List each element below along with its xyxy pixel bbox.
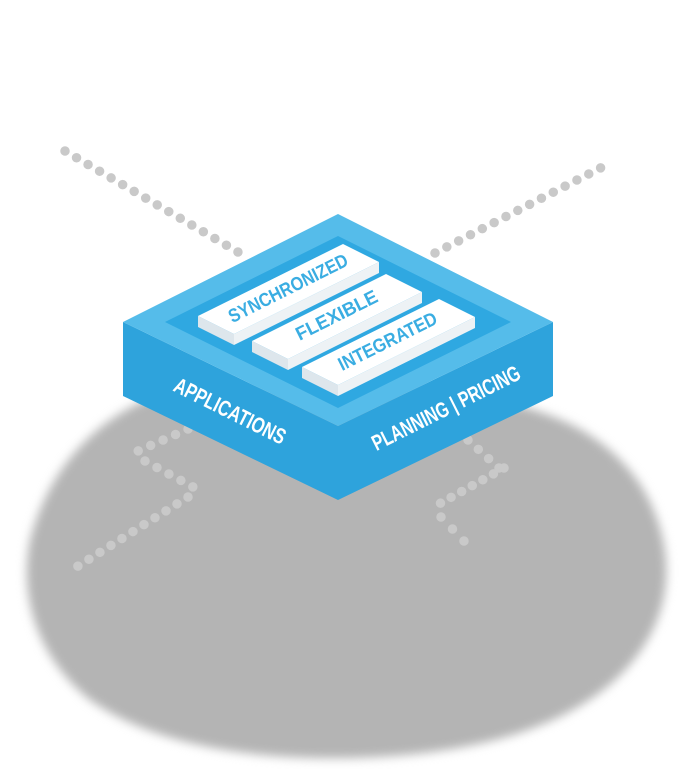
dotted-connector-bottom-left [62, 424, 198, 578]
dotted-segment [425, 463, 509, 514]
platform: SYNCHRONIZED FLEXIBLE INTEGRATED APPLICA… [123, 214, 553, 500]
bar-side-face [234, 262, 379, 345]
bar-top-face [302, 299, 475, 385]
dotted-connector-top-left [60, 146, 243, 257]
platform-right-face [338, 322, 553, 500]
dotted-segment [133, 424, 193, 456]
bar-top-face [198, 244, 379, 334]
dotted-segment [62, 492, 193, 578]
dotted-connector-top-right [430, 157, 617, 258]
bar-top-face [252, 274, 422, 359]
bar-side-face [338, 317, 475, 396]
bar-end-face [252, 341, 288, 370]
dotted-segment [140, 456, 198, 492]
dotted-segment [436, 512, 469, 546]
bar-end-face [198, 316, 234, 345]
ground-shadow [26, 390, 667, 759]
platform-left-face [123, 322, 338, 500]
dotted-connector-bottom-right [425, 435, 509, 546]
bar-end-face [302, 367, 338, 396]
bar-side-face [288, 292, 422, 370]
